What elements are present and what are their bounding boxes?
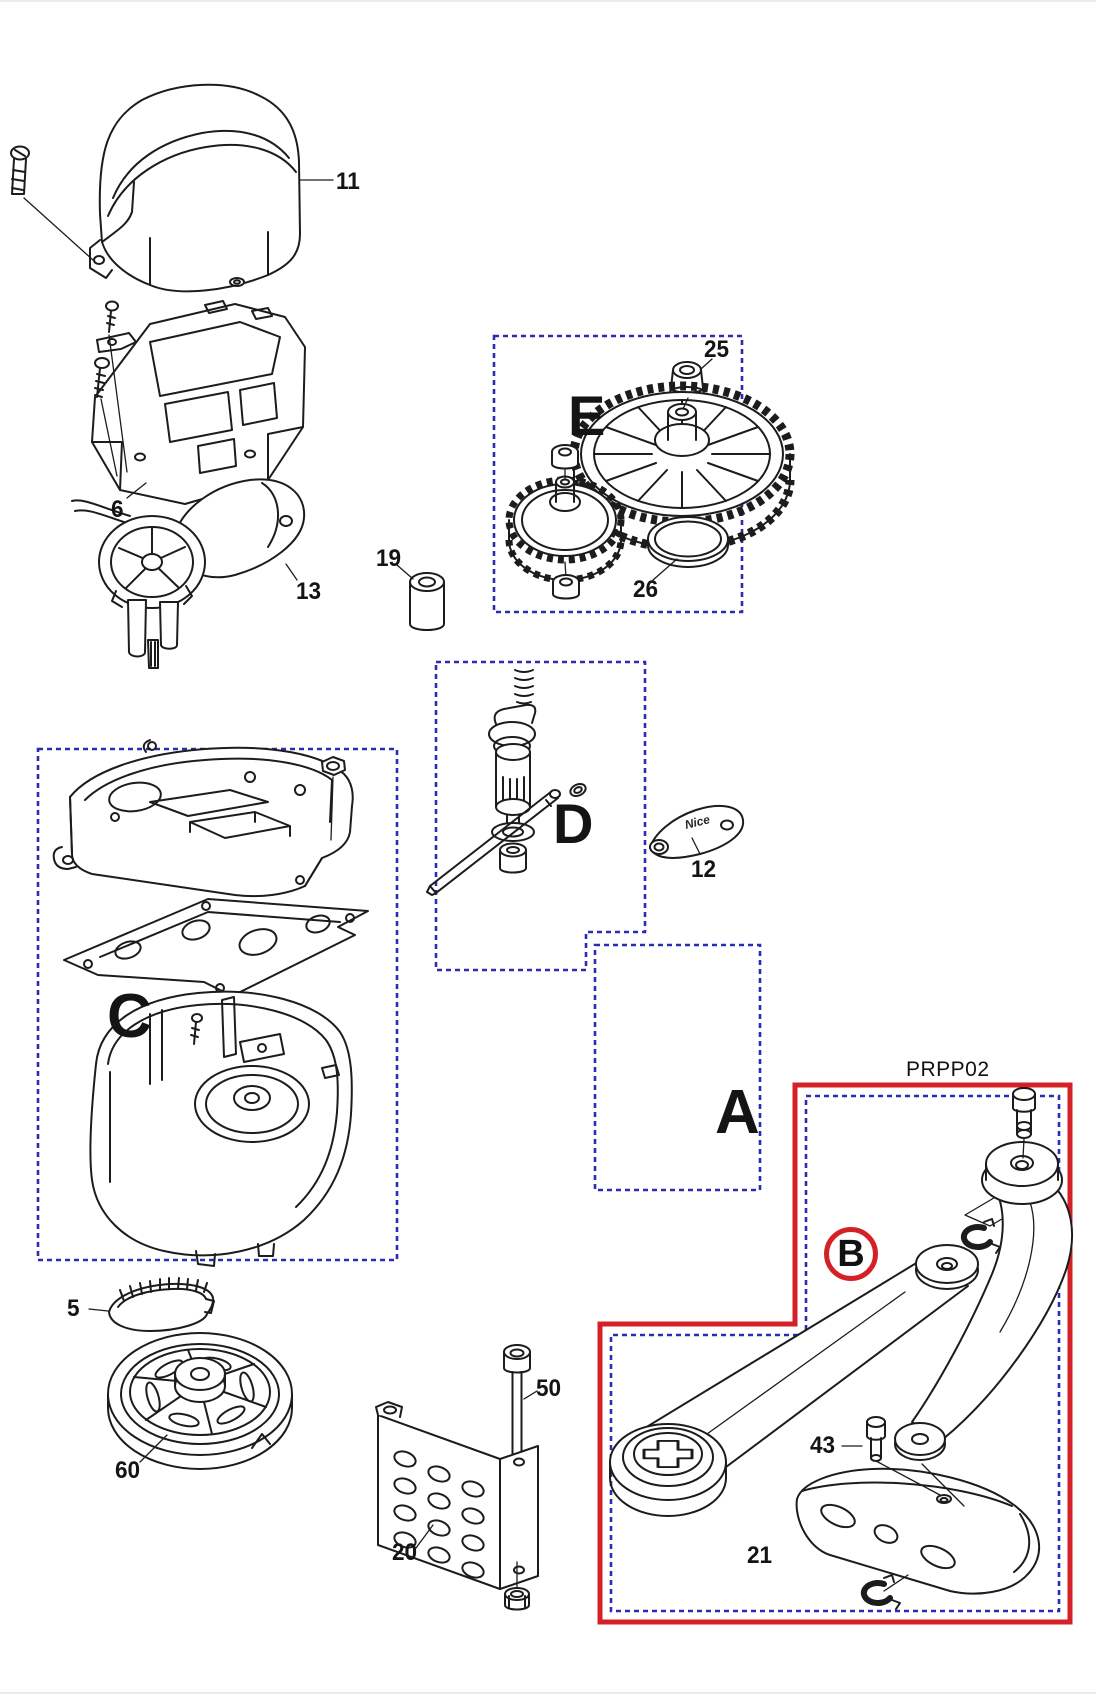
part-11-cover-drawing: [89, 83, 301, 293]
part-60-wheel-drawing: [107, 1332, 293, 1470]
part-label-20: 20: [392, 1539, 418, 1566]
section-label-e: E: [568, 384, 606, 447]
key-logo-text: Nice: [683, 812, 711, 832]
section-label-b-text: B: [837, 1232, 865, 1275]
part-label-60: 60: [115, 1457, 141, 1484]
part-e-small-gear-drawing: [505, 444, 625, 600]
part-label-12: 12: [691, 856, 717, 883]
part-d-release-shaft-drawing: [426, 669, 587, 896]
part-label-25: 25: [704, 336, 730, 363]
part-50-nut-drawing: [504, 1587, 530, 1611]
part-label-11: 11: [336, 168, 360, 195]
part-label-50: 50: [536, 1375, 562, 1402]
part-c-lower-housing-drawing: [89, 990, 353, 1267]
part-12-key-drawing: Nice: [649, 804, 745, 859]
section-c-box: [36, 747, 399, 1262]
part-26-ring-drawing: [647, 516, 729, 568]
part-label-21: 21: [747, 1542, 773, 1569]
part-c-gasket-drawing: [63, 898, 369, 997]
part-label-6: 6: [111, 496, 124, 523]
part-label-19: 19: [376, 545, 402, 572]
part-label-26: 26: [633, 576, 659, 603]
part-21-bracket-drawing: [795, 1467, 1041, 1595]
section-b-box-red: [597, 1082, 1073, 1625]
part-43-pin-drawing: [866, 1416, 886, 1462]
part-20-plate-drawing: [375, 1401, 539, 1590]
leader-lines: [23, 179, 1025, 1592]
part-label-43: 43: [810, 1432, 836, 1459]
part-b-snap-ring-top-drawing: [960, 1218, 1001, 1254]
section-label-a: A: [715, 1078, 760, 1147]
section-label-c: C: [107, 982, 152, 1051]
part-b-curved-arm-drawing: [894, 1141, 1074, 1461]
part-13-motor-drawing: [71, 478, 306, 669]
part-c-upper-housing-drawing: [52, 739, 354, 898]
part-b-top-bolt-drawing: [1012, 1087, 1036, 1139]
section-d-box: [434, 660, 647, 972]
part-5-segment-drawing: [108, 1277, 215, 1332]
product-code: PRPP02: [906, 1058, 990, 1081]
part-b-straight-arm-drawing: [609, 1244, 979, 1517]
section-label-b: B: [824, 1227, 878, 1281]
part-19-spacer-drawing: [409, 572, 445, 631]
section-label-d: D: [553, 792, 594, 855]
part-6-screws-drawing: [94, 300, 137, 398]
section-e-box: [492, 334, 744, 614]
part-label-5: 5: [67, 1295, 80, 1322]
part-b-snap-ring-bottom-drawing: [860, 1574, 901, 1610]
section-a-box: [593, 943, 762, 1192]
part-6-chassis-drawing: [91, 300, 306, 505]
part-label-13: 13: [296, 578, 322, 605]
part-11-screw-drawing: [10, 145, 30, 195]
